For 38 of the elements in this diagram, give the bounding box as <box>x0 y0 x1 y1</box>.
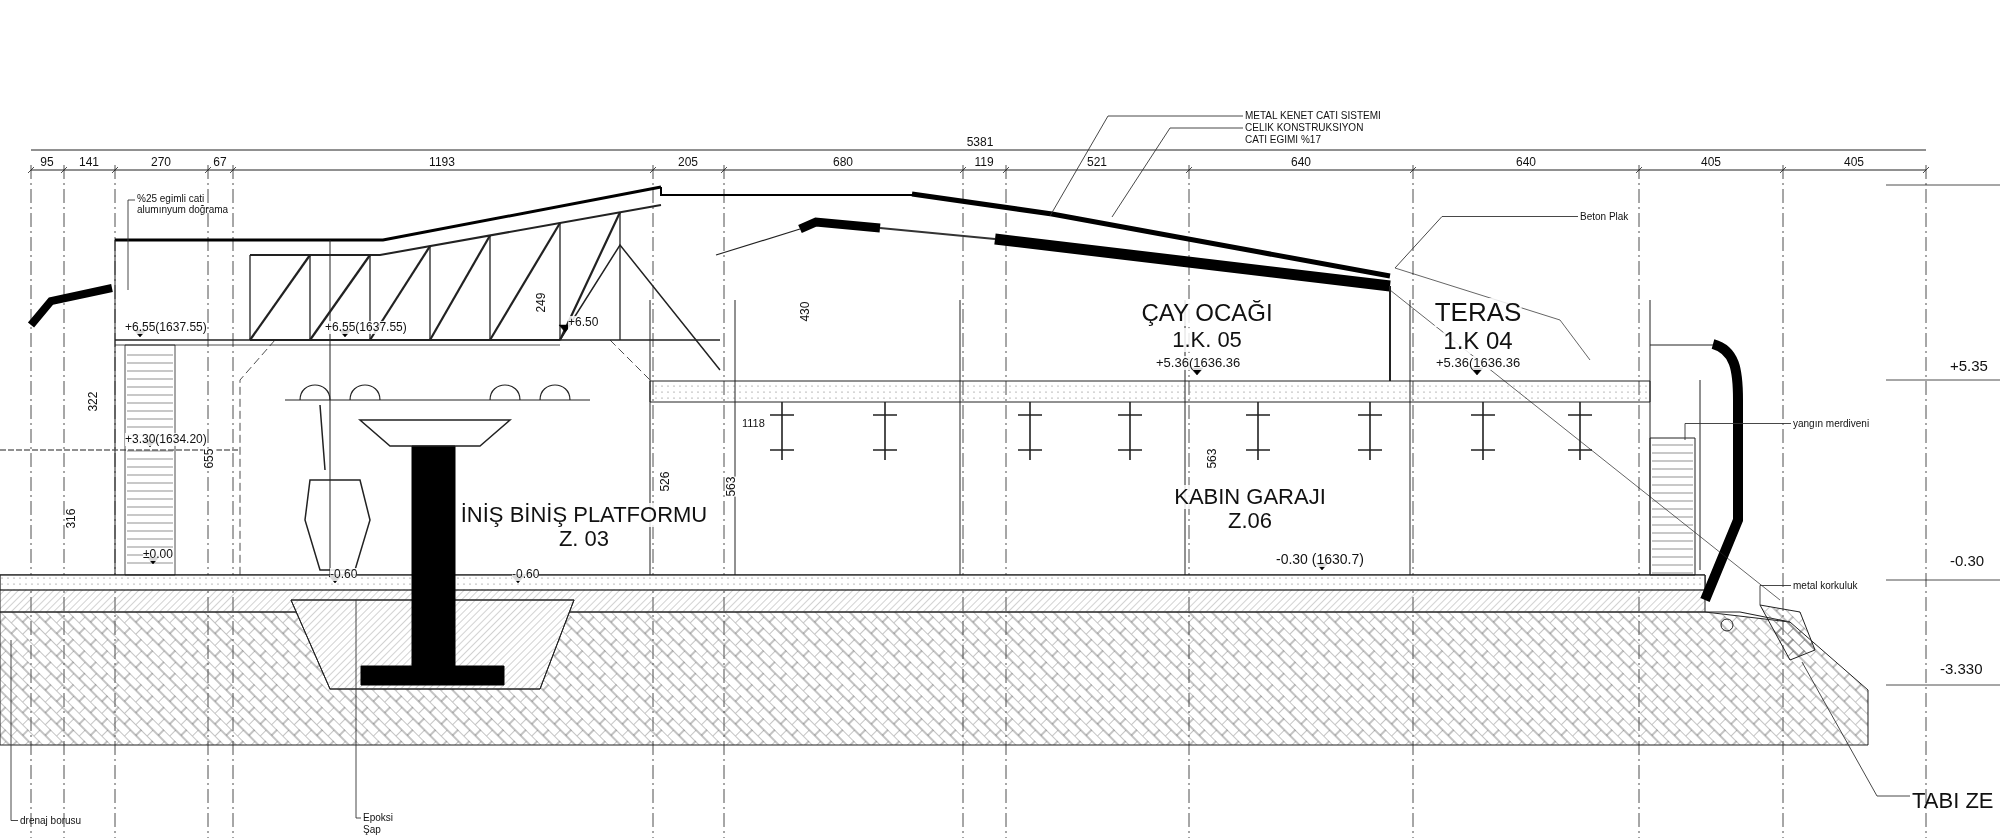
note-text: drenaj borusu <box>20 815 82 826</box>
elevation-label: +6.50 <box>568 316 599 330</box>
room-code: 1.K. 05 <box>1172 328 1242 353</box>
leader-line <box>1111 127 1244 218</box>
elevation-label: +3.30(1634.20) <box>125 433 207 447</box>
elevation-label: +6.55(1637.55) <box>125 321 207 335</box>
note-text: TABI ZE <box>1912 789 1994 814</box>
note-text: Şap <box>363 824 382 836</box>
leader-line <box>1684 423 1792 441</box>
elevation-label: ±0.00 <box>143 548 173 562</box>
elevation-label: -0.30 (1630.7) <box>1276 552 1364 568</box>
room-name: KABIN GARAJI <box>1174 485 1326 510</box>
leader-line <box>1759 585 1792 606</box>
elevation-label: +6.55(1637.55) <box>325 321 407 335</box>
note-text: Epoksi <box>363 812 393 824</box>
note-text: CELIK KONSTRUKSIYON <box>1245 122 1365 134</box>
note-text: CATI EGIMI %17 <box>1245 134 1322 146</box>
note-text: Beton Plak <box>1580 211 1629 222</box>
leader-line <box>127 199 136 291</box>
leader-line <box>1394 216 1579 269</box>
room-name: TERAS <box>1434 298 1522 327</box>
room-name: ÇAY OCAĞI <box>1141 300 1273 327</box>
note-text: metal korkuluk <box>1793 580 1858 591</box>
leader-line <box>10 639 19 821</box>
dimension-value: 655 <box>203 448 217 469</box>
note-text: %25 egimli cati alumınyum doğrama <box>137 193 232 215</box>
room-name: İNİŞ BİNİŞ PLATFORMU <box>460 503 708 528</box>
leader-line <box>1049 115 1244 217</box>
note-text: yangın merdiveni <box>1793 418 1870 429</box>
elevation-label: -0.60 <box>512 568 540 582</box>
elevation-label: +5.36(1636.36 <box>1436 356 1521 371</box>
leader-line <box>355 599 362 819</box>
dimension-value: 563 <box>725 476 739 497</box>
note-text: METAL KENET CATI SISTEMI <box>1245 110 1381 122</box>
elevation-label: +5.36(1636.36 <box>1156 356 1241 371</box>
dimension-value: 1118 <box>742 417 765 430</box>
elevation-label: -0.60 <box>330 568 358 582</box>
leader-line <box>1801 661 1911 797</box>
